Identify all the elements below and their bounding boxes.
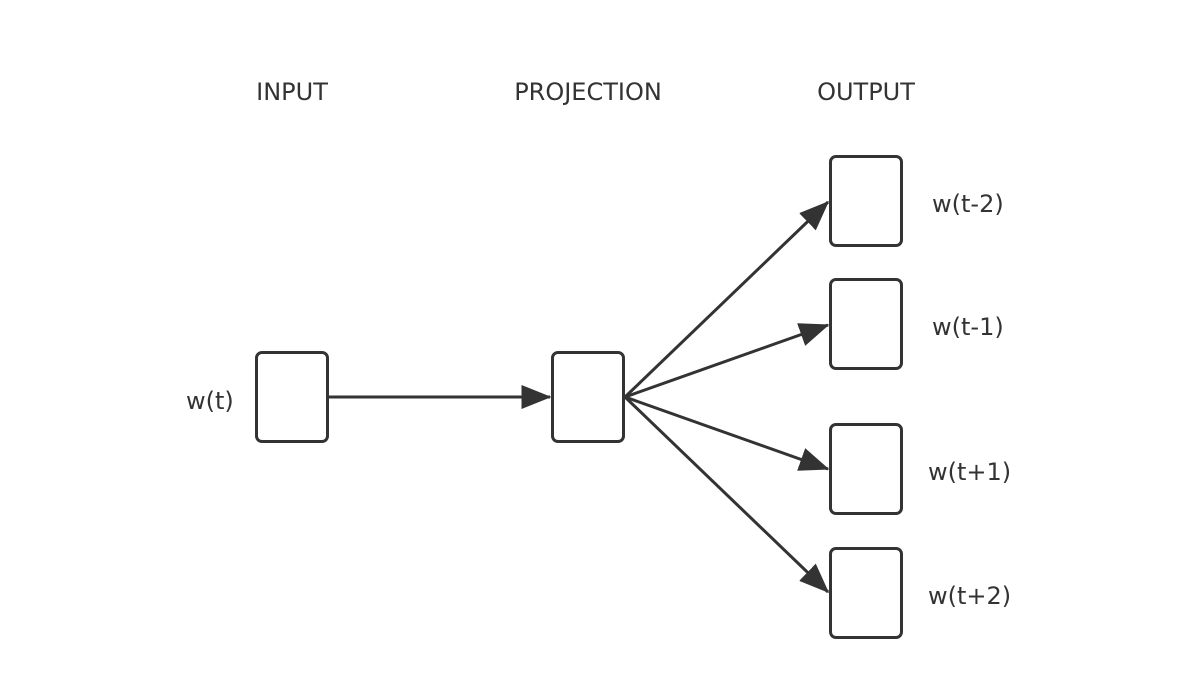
output-header: OUTPUT bbox=[817, 78, 915, 106]
input-label: w(t) bbox=[186, 387, 234, 415]
output-node-2 bbox=[829, 278, 903, 370]
output-label-4: w(t+2) bbox=[928, 582, 1012, 610]
output-label-2: w(t-1) bbox=[932, 313, 1004, 341]
arrow-projection-to-output-2 bbox=[624, 323, 830, 399]
input-header: INPUT bbox=[256, 78, 328, 106]
projection-node bbox=[551, 351, 625, 443]
arrow-projection-to-output-3 bbox=[624, 395, 830, 471]
arrow-projection-to-output-1 bbox=[623, 200, 830, 399]
output-label-1: w(t-2) bbox=[932, 190, 1004, 218]
output-node-4 bbox=[829, 547, 903, 639]
projection-header: PROJECTION bbox=[514, 78, 662, 106]
output-node-3 bbox=[829, 423, 903, 515]
output-node-1 bbox=[829, 155, 903, 247]
arrow-projection-to-output-4 bbox=[623, 395, 830, 594]
output-label-3: w(t+1) bbox=[928, 458, 1012, 486]
input-node bbox=[255, 351, 329, 443]
